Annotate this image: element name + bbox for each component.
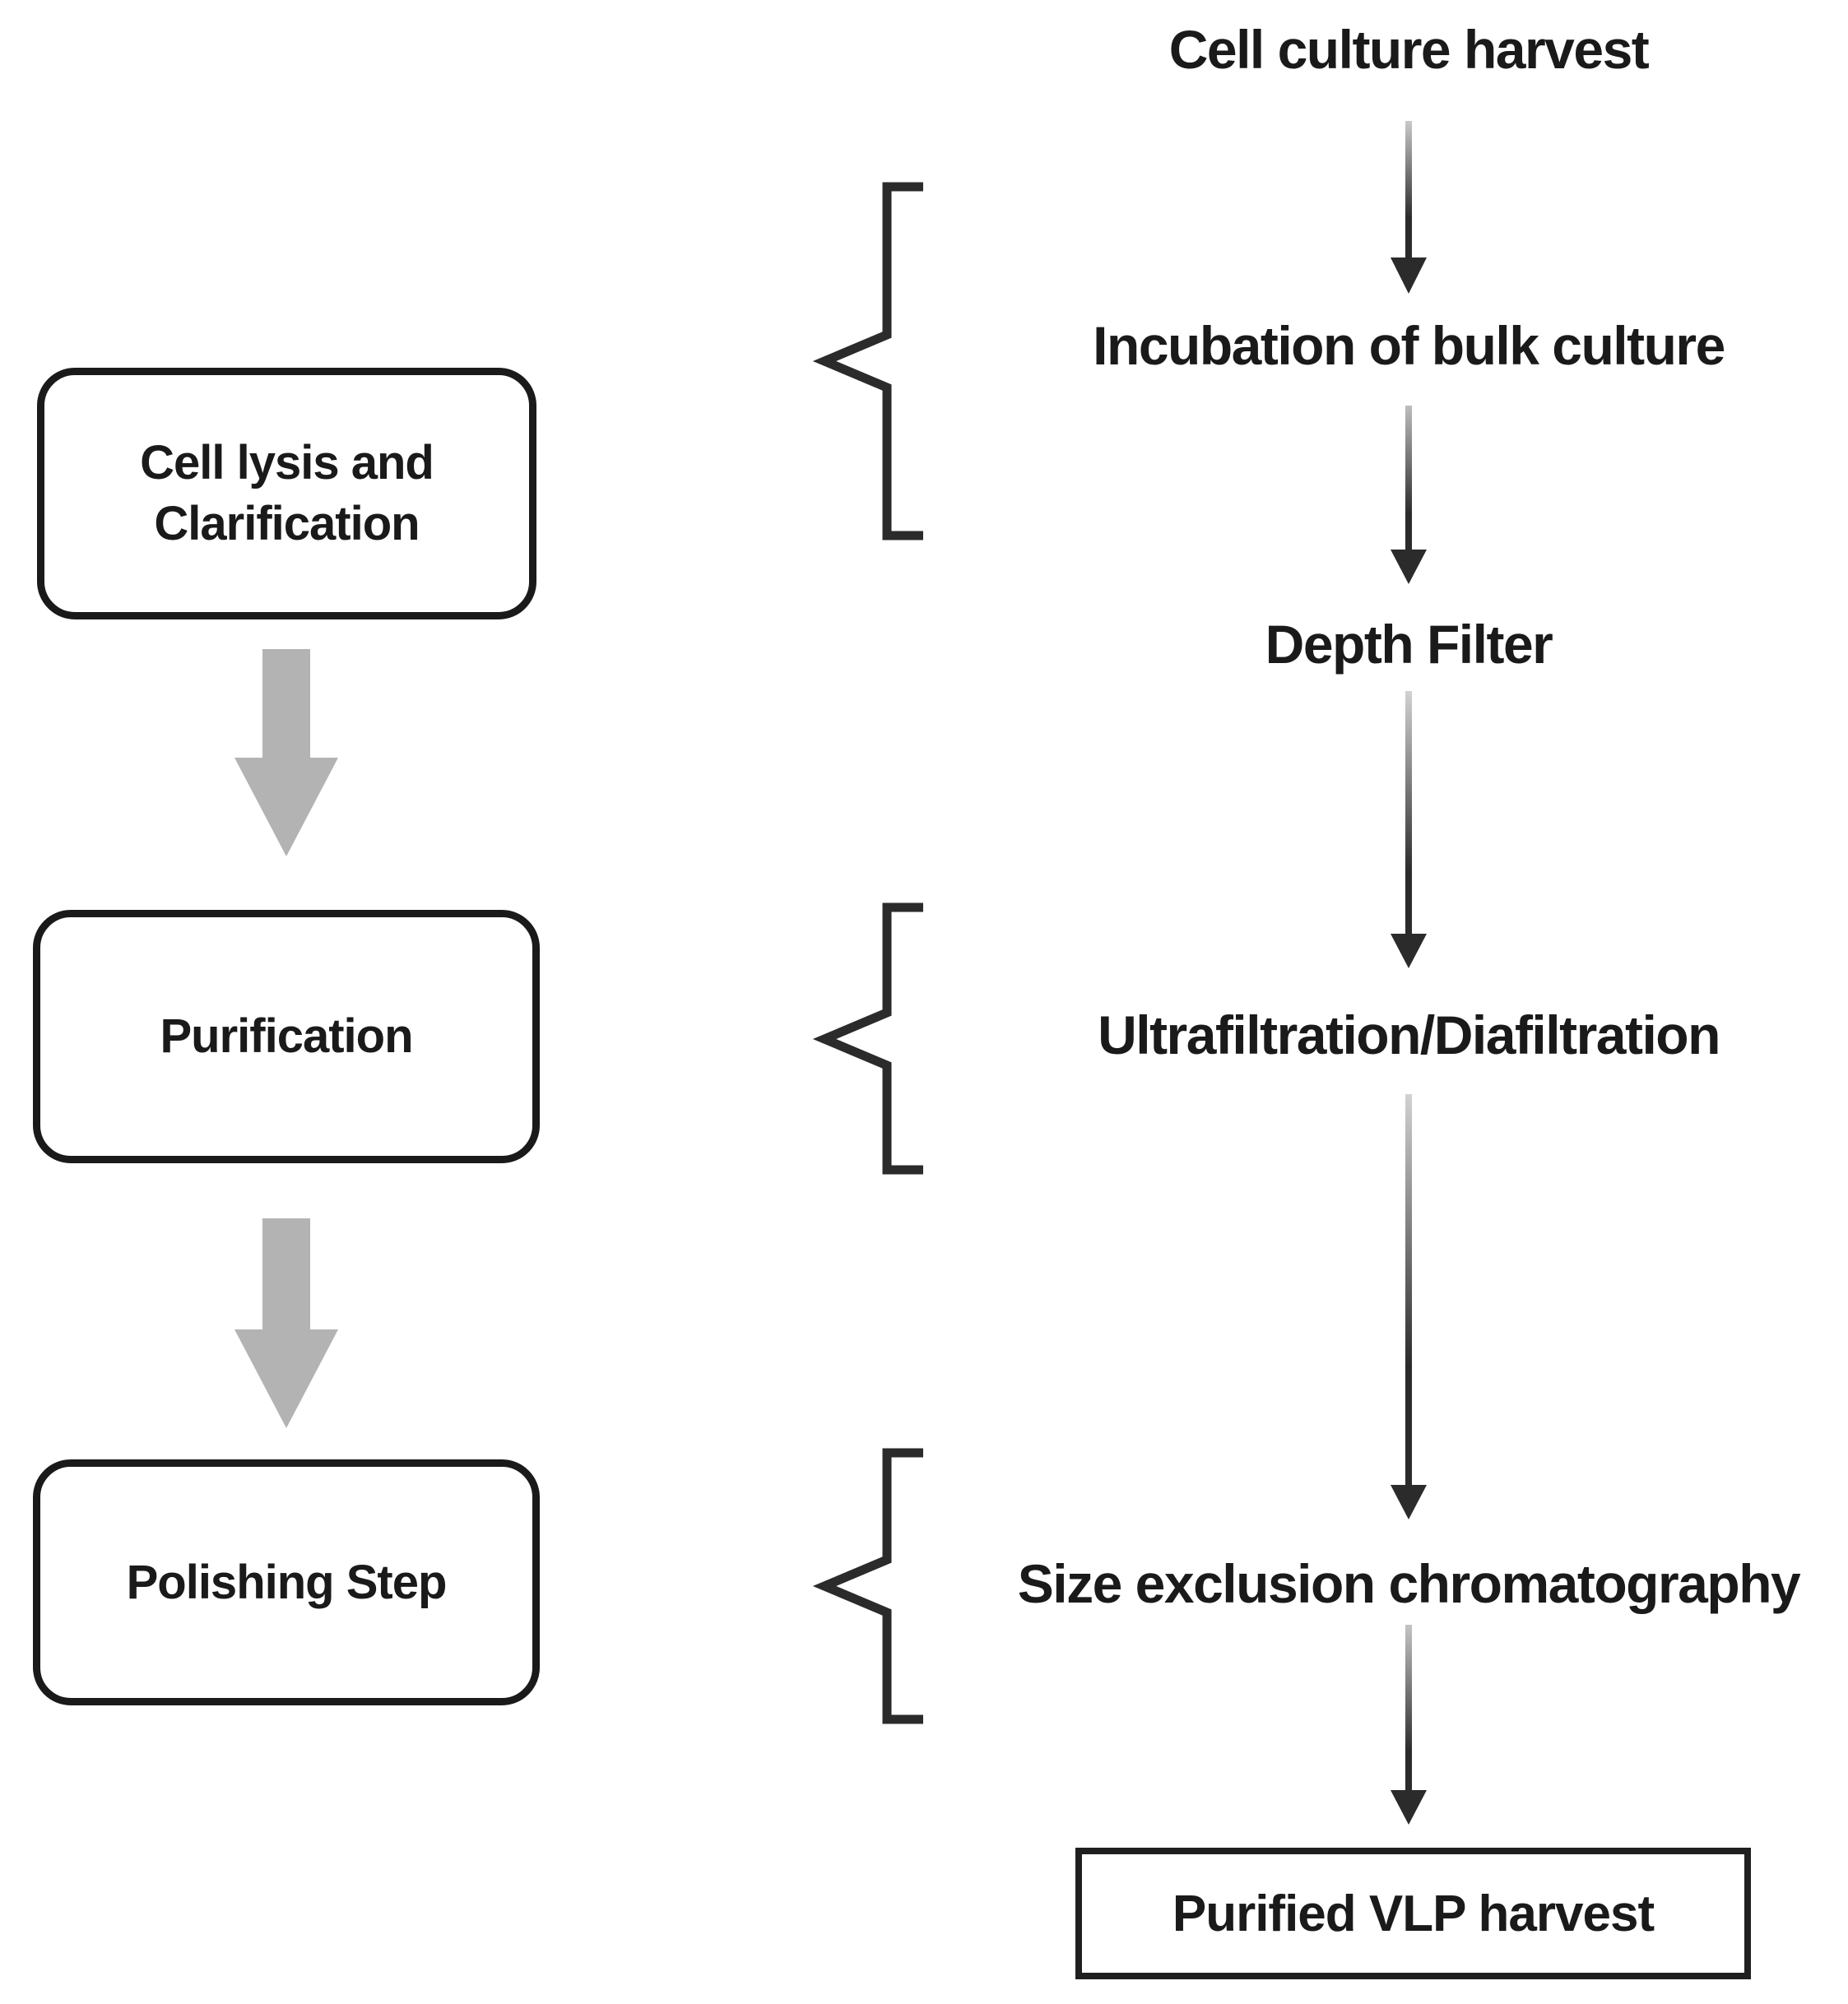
flow-start-label: Cell culture harvest xyxy=(1168,19,1650,80)
step-label-ultrafiltration: Ultrafiltration/Diafiltration xyxy=(1098,1004,1720,1065)
step-label-incubation: Incubation of bulk culture xyxy=(1093,315,1725,376)
box-purification: Purification xyxy=(33,910,540,1163)
down-arrow-icon-2 xyxy=(1391,406,1427,584)
step-label-depth-filter: Depth Filter xyxy=(1265,614,1553,675)
box-cell-lysis-clarification: Cell lysis and Clarification xyxy=(37,368,536,619)
box-label-line: Purification xyxy=(160,1009,413,1063)
block-arrow-icon-1 xyxy=(234,649,338,856)
down-arrow-icon-1 xyxy=(1391,121,1427,294)
box-label-line: Cell lysis and xyxy=(140,436,434,489)
box-polishing-step: Polishing Step xyxy=(33,1459,540,1705)
result-label: Purified VLP harvest xyxy=(1172,1885,1655,1942)
brace-polishing xyxy=(812,1448,923,1724)
step-label-size-exclusion: Size exclusion chromatography xyxy=(1017,1553,1801,1614)
brace-purification xyxy=(812,902,923,1175)
down-arrow-icon-4 xyxy=(1391,1094,1427,1519)
brace-cell-lysis xyxy=(812,182,923,540)
box-label-line: Polishing Step xyxy=(126,1555,448,1609)
block-arrow-icon-2 xyxy=(234,1218,338,1428)
down-arrow-icon-3 xyxy=(1391,691,1427,968)
down-arrow-icon-5 xyxy=(1391,1625,1427,1825)
box-label-line: Clarification xyxy=(154,497,420,550)
box-purified-vlp-harvest: Purified VLP harvest xyxy=(1075,1848,1751,1979)
